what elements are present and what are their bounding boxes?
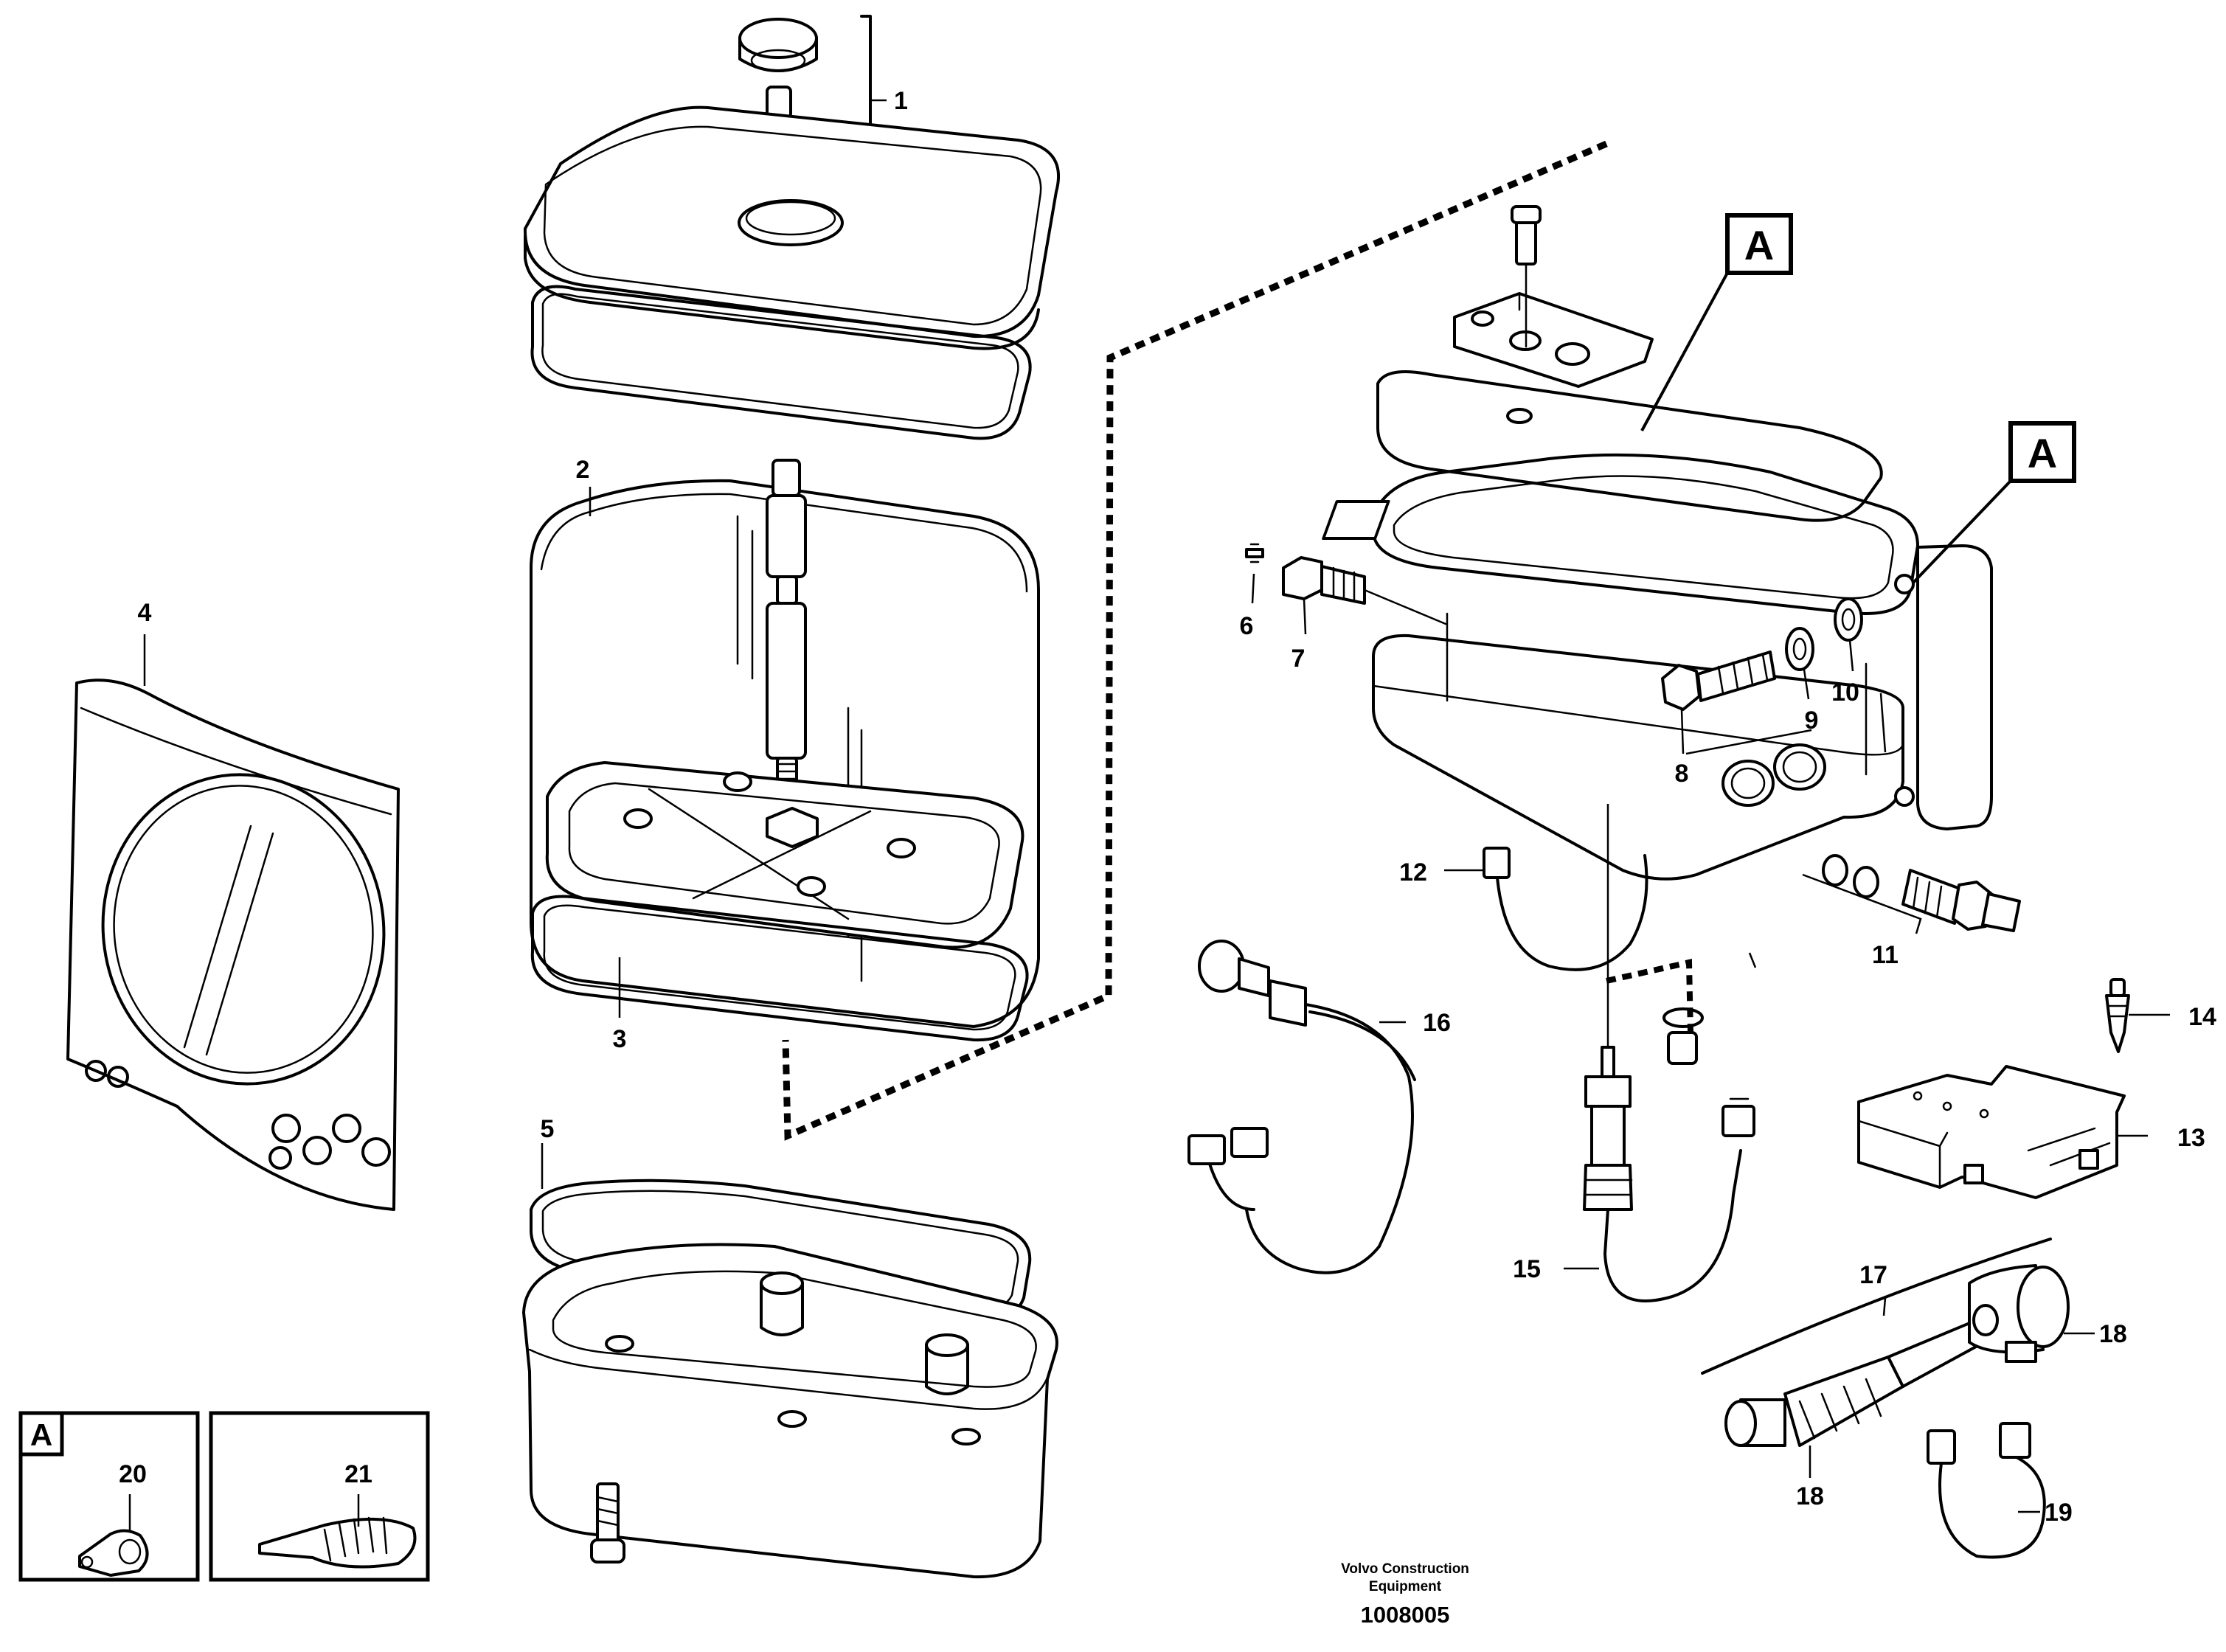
instruction-booklet [66, 678, 400, 1211]
legend-box-21 [209, 1411, 430, 1582]
base-bolt [590, 1482, 625, 1564]
callout-12: 12 [1399, 858, 1427, 886]
footer-company-line1: Volvo Construction [1341, 1561, 1469, 1577]
callout-11: 11 [1872, 941, 1899, 969]
callout-2: 2 [576, 456, 590, 484]
callout-3: 3 [613, 1025, 627, 1053]
callout-8: 8 [1675, 760, 1689, 788]
view-a-box-right: A [1912, 421, 2076, 584]
tank-insert-plate [545, 761, 1024, 949]
oring-and-nipple-11 [1822, 854, 2021, 932]
view-a-label-right: A [2028, 430, 2057, 476]
callout-labels: 1 2 3 4 5 6 7 8 9 10 11 12 13 14 15 16 1… [119, 87, 2216, 1527]
footer-company-line2: Equipment [1369, 1579, 1442, 1594]
callout-13: 13 [2177, 1124, 2205, 1152]
tank-lid [523, 105, 1061, 350]
cover-screw [1506, 205, 1542, 424]
callout-4: 4 [138, 599, 152, 627]
callout-6: 6 [1240, 612, 1254, 640]
drawing-number: 1008005 [1361, 1602, 1450, 1628]
washer-10 [1834, 597, 1863, 642]
washer-9 [1785, 627, 1814, 671]
callout-18-valve: 18 [1796, 1482, 1824, 1510]
footer: Volvo Construction Equipment 1008005 [1341, 1561, 1469, 1628]
valve-14 [2105, 978, 2130, 1053]
solenoid-valve-17 [1701, 1238, 2052, 1447]
callout-17: 17 [1859, 1261, 1887, 1289]
cable-19 [1927, 1422, 2046, 1559]
callout-16: 16 [1423, 1009, 1451, 1037]
callout-14: 14 [2188, 1003, 2216, 1031]
circuit-board-13 [1857, 1065, 2126, 1199]
control-housing [1322, 453, 1993, 881]
housing-gasket [1376, 370, 1883, 522]
tank-base [522, 1243, 1058, 1579]
sensor-cable-15 [1583, 804, 1755, 1302]
legend-box-20: A [18, 1411, 200, 1582]
lid-gasket [530, 285, 1032, 440]
callout-1: 1 [894, 87, 908, 115]
callout-5: 5 [541, 1115, 555, 1143]
callout-7: 7 [1291, 645, 1306, 673]
callout-19: 19 [2045, 1499, 2073, 1527]
callout-9: 9 [1805, 707, 1819, 735]
callout-20: 20 [119, 1460, 147, 1488]
sensor-6 [1245, 543, 1264, 563]
bottom-gasket [530, 895, 1029, 1042]
cable-16 [1187, 940, 1416, 1274]
coil-18 [1968, 1264, 2070, 1363]
suction-pipe [766, 459, 807, 789]
assembly-dashed-line [782, 140, 1608, 1141]
housing-cover [1453, 292, 1654, 388]
view-a-box-top: A [1640, 213, 1793, 431]
legend-a-label: A [30, 1417, 52, 1452]
bolt-8 [1661, 650, 1776, 711]
callout-21: 21 [344, 1460, 372, 1488]
cable-12 [1483, 847, 1648, 971]
callout-10: 10 [1831, 678, 1859, 707]
callout-15: 15 [1513, 1255, 1541, 1283]
sensor-7 [1282, 556, 1447, 625]
view-a-label-top: A [1744, 222, 1774, 268]
leader-lines [143, 487, 2170, 1513]
callout-18-coil: 18 [2099, 1320, 2127, 1348]
